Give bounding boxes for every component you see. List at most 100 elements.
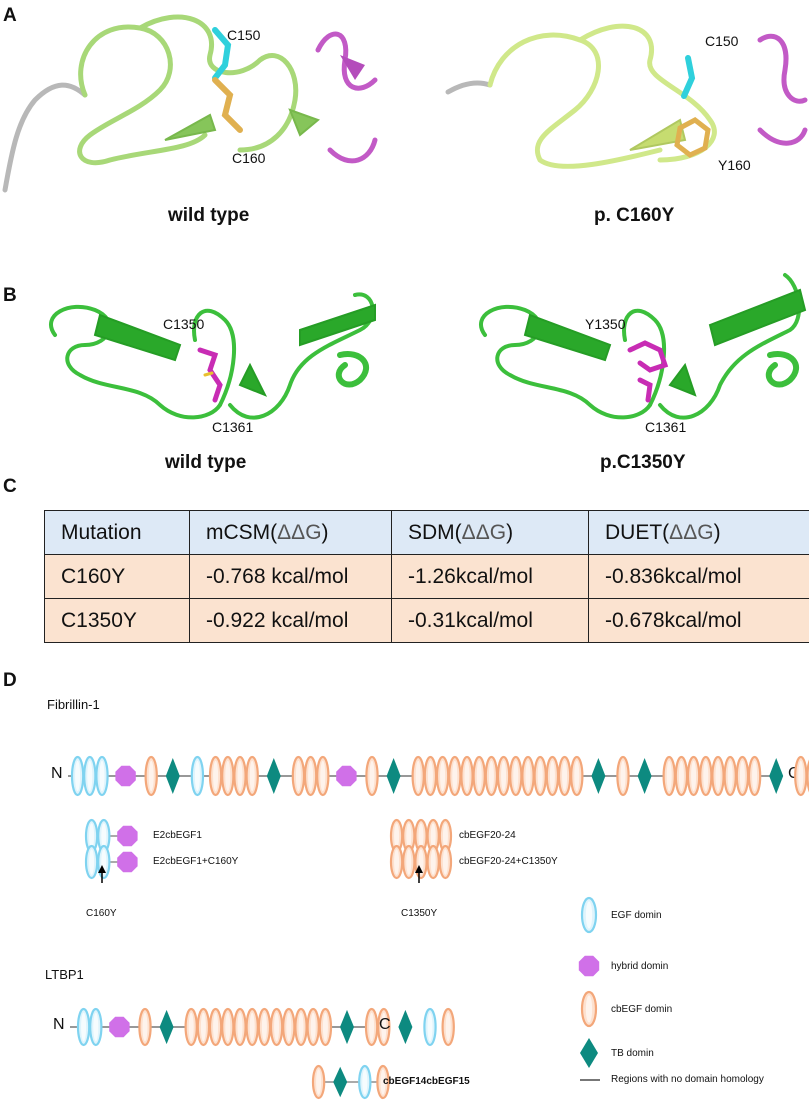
cbegf-domain-icon <box>472 755 486 797</box>
fragment-e2cbegf1-label: E2cbEGF1 <box>153 830 202 841</box>
header-mutation: Mutation <box>44 510 190 555</box>
cbegf-domain-icon <box>208 1007 223 1047</box>
cbegf-domain-icon <box>233 755 247 797</box>
cbegf-domain-icon <box>294 1007 308 1047</box>
egf-domain-icon <box>97 818 111 854</box>
tb-domain-icon <box>340 1009 354 1045</box>
table-cell: -0.768 kcal/mol <box>189 554 392 599</box>
cbegf-domain-icon <box>318 1007 333 1047</box>
ltbp1-fragment-domains <box>311 1064 390 1100</box>
cbegf-domain-icon <box>521 755 535 797</box>
table-cell: -0.836kcal/mol <box>588 554 809 599</box>
hybrid-domain-icon <box>336 765 357 787</box>
wt-b-label-bottom: C1361 <box>212 419 254 435</box>
wt-structure-b <box>49 292 376 420</box>
egf-domain-icon <box>358 1064 372 1100</box>
panel-c-letter: C <box>3 476 17 497</box>
panel-b-structures <box>49 273 807 420</box>
cbegf-domain-icon <box>423 755 438 797</box>
cbegf-domain-icon <box>208 755 223 797</box>
cbegf-domain-icon <box>426 844 440 880</box>
hybrid-domain-icon <box>117 825 138 847</box>
egf-domain-icon <box>97 844 111 880</box>
cbegf-domain-icon <box>699 755 713 797</box>
mut-structure-a <box>445 23 808 169</box>
ltbp1-domain-row <box>76 1007 455 1047</box>
cbegf-domain-icon <box>460 755 474 797</box>
cbegf-domain-icon <box>438 844 453 880</box>
cbegf-domain-icon <box>269 1007 284 1047</box>
cbegf-domain-icon <box>533 755 547 797</box>
hybrid-domain-icon <box>109 1016 130 1038</box>
fragment-domains <box>84 818 453 880</box>
table-cell: -0.678kcal/mol <box>588 598 809 643</box>
cbegf-domain-icon <box>389 844 404 880</box>
wt-b-caption: wild type <box>165 452 247 473</box>
cbegf-domain-icon <box>411 755 425 797</box>
egf-domain-icon <box>84 844 99 880</box>
wt-structure-a <box>2 14 378 193</box>
cbegf-domain-icon <box>735 755 750 797</box>
tb-domain-icon <box>637 757 652 795</box>
mut-b-label-bottom: C1361 <box>645 419 687 435</box>
legend-hybrid-label: hybrid domin <box>611 961 669 972</box>
panel-a-letter: A <box>3 5 17 26</box>
wt-a-label-bottom: C160 <box>232 150 266 166</box>
mut-a-caption: p. C160Y <box>594 205 675 226</box>
wt-a-label-top: C150 <box>227 27 261 43</box>
tb-domain-icon <box>159 1009 174 1045</box>
tb-domain-icon <box>165 757 180 795</box>
cbegf-domain-icon <box>545 755 560 797</box>
tb-domain-icon <box>333 1066 348 1098</box>
table-cell: -1.26kcal/mol <box>391 554 589 599</box>
hybrid-domain-icon <box>578 955 600 977</box>
header-sdm: SDM(ΔΔG) <box>391 510 589 555</box>
hybrid-domain-icon <box>117 851 138 873</box>
cbegf-domain-icon <box>306 1007 320 1047</box>
cbegf-domain-icon <box>557 755 572 797</box>
panel-b-letter: B <box>3 285 17 306</box>
cbegf-domain-icon <box>441 1007 455 1047</box>
cbegf-domain-icon <box>402 844 416 880</box>
cbegf-domain-icon <box>184 1007 198 1047</box>
fragment-e2cbegf1-mut-label: E2cbEGF1+C160Y <box>153 856 239 867</box>
cbegf-domain-icon <box>364 1007 379 1047</box>
cbegf-domain-icon <box>138 1007 152 1047</box>
mut-structure-b <box>479 273 807 420</box>
cbegf-domain-icon <box>448 755 462 797</box>
cbegf-domain-icon <box>376 1064 390 1100</box>
cbegf-domain-icon <box>221 755 235 797</box>
cbegf-domain-icon <box>365 755 379 797</box>
wt-b-label-top: C1350 <box>163 316 205 332</box>
legend-shapes <box>578 896 600 1068</box>
ltbp1-n-terminus: N <box>53 1016 65 1033</box>
cbegf-domain-icon <box>221 1007 235 1047</box>
table-cell: -0.922 kcal/mol <box>189 598 392 643</box>
cbegf-domain-icon <box>711 755 725 797</box>
cbegf-domain-icon <box>316 755 330 797</box>
panel-a-structures <box>2 14 808 193</box>
legend-cbegf-label: cbEGF domin <box>611 1004 673 1015</box>
egf-domain-icon <box>83 755 97 797</box>
ltbp1-c-terminus: C <box>379 1016 391 1033</box>
fibrillin-title: Fibrillin-1 <box>47 697 100 712</box>
table-cell: -0.31kcal/mol <box>391 598 589 643</box>
header-duet: DUET(ΔΔG) <box>588 510 809 555</box>
cbegf-domain-icon <box>723 755 737 797</box>
table-header-row: Mutation mCSM(ΔΔG) SDM(ΔΔG) DUET(ΔΔG) <box>44 510 809 555</box>
cbegf-domain-icon <box>257 1007 272 1047</box>
cbegf-domain-icon <box>144 755 158 797</box>
cbegf-domain-icon <box>245 1007 259 1047</box>
fragment-cbegf20-mut-label: cbEGF20-24+C1350Y <box>459 856 558 867</box>
cbegf-domain-icon <box>484 755 499 797</box>
tb-domain-icon <box>769 757 784 795</box>
fibrillin-domain-row <box>70 755 809 797</box>
tb-domain-icon <box>386 757 401 795</box>
fibrillin-n-terminus: N <box>51 765 63 782</box>
legend-tb-label: TB domin <box>611 1048 654 1059</box>
tb-domain-icon <box>591 757 606 795</box>
mut-b-label-top: Y1350 <box>585 316 626 332</box>
cbegf-domain-icon <box>509 755 523 797</box>
header-mcsm: mCSM(ΔΔG) <box>189 510 392 555</box>
